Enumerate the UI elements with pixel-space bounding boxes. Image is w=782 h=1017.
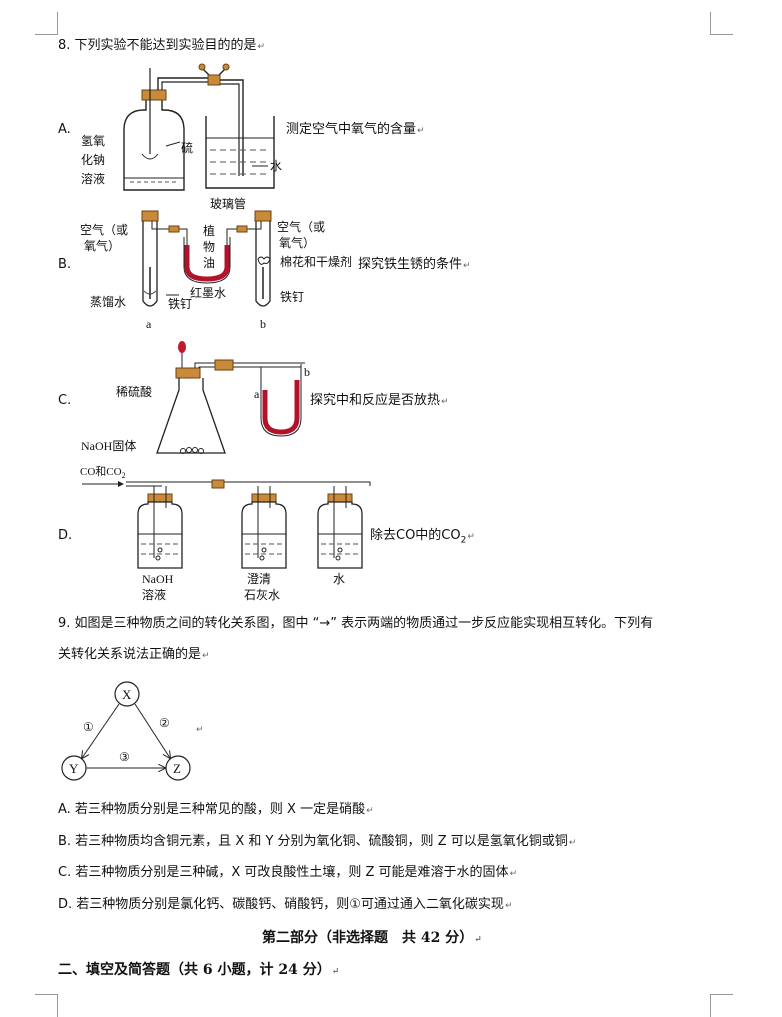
arrow-label-1: ①: [83, 720, 94, 734]
label-b-tube-b: b: [260, 317, 266, 331]
crop-mark-bottom-right: [710, 994, 733, 1017]
node-x: X: [122, 687, 132, 702]
crop-mark-bottom-left: [35, 994, 58, 1017]
crop-mark-top-left: [35, 12, 58, 35]
option-a-caption: 测定空气中氧气的含量↵: [286, 122, 425, 137]
option-d-caption: 除去CO中的CO2↵: [370, 528, 475, 546]
label-b-nail-right: 铁钉: [280, 290, 305, 304]
q9-option-c: C. 若三种物质分别是三种碱，X 可改良酸性土壤，则 Z 可能是难溶于水的固体↵: [58, 865, 518, 880]
apparatus-d: [82, 479, 371, 569]
q9-option-a: A. 若三种物质分别是三种常见的酸，则 X 一定是硝酸↵: [58, 802, 374, 817]
label-b-air-left-2: 氧气）: [84, 239, 121, 253]
label-a-naoh-1: 氢氧: [81, 134, 106, 148]
q9-option-b: B. 若三种物质均含铜元素，且 X 和 Y 分别为氧化铜、硫酸铜，则 Z 可以是…: [58, 834, 577, 849]
label-b-red-ink: 红墨水: [190, 286, 227, 300]
q9-stem-line-1: 9. 如图是三种物质之间的转化关系图，图中 “→” 表示两端的物质通过一步反应能…: [58, 616, 654, 631]
section-two-heading: 二、填空及简答题（共 6 小题，计 24 分）↵: [58, 962, 340, 978]
node-z: Z: [173, 761, 181, 776]
conversion-diagram: [61, 681, 191, 781]
label-b-air-left-1: 空气（或: [80, 223, 129, 237]
label-b-nail-left: 铁钉: [168, 297, 193, 311]
label-d-lime-1: 澄清: [247, 572, 272, 586]
label-b-air-right-1: 空气（或: [277, 220, 326, 234]
diagram-para-mark: ↵: [196, 725, 204, 735]
label-a-naoh-2: 化钠: [81, 153, 106, 167]
option-c-caption: 探究中和反应是否放热↵: [310, 393, 449, 408]
apparatus-b: [141, 210, 272, 307]
label-a-water: 水: [270, 159, 283, 173]
label-b-oil-2: 物: [203, 240, 216, 254]
option-b-caption: 探究铁生锈的条件↵: [358, 257, 471, 272]
label-d-lime-2: 石灰水: [244, 588, 281, 602]
label-b-distilled-water: 蒸馏水: [90, 295, 127, 309]
q9-option-d: D. 若三种物质分别是氯化钙、碳酸钙、硝酸钙，则①可通过通入二氧化碳实现↵: [58, 897, 513, 912]
label-d-gas: CO和CO2: [80, 466, 126, 481]
node-y: Y: [69, 761, 79, 776]
apparatus-c: [156, 341, 305, 454]
option-b-letter: B.: [58, 257, 72, 272]
arrow-label-3: ③: [119, 750, 130, 764]
label-b-air-right-2: 氧气）: [279, 236, 316, 250]
label-a-sulfur: 硫: [181, 141, 194, 155]
option-a-letter: A.: [58, 122, 71, 137]
q8-stem: 8. 下列实验不能达到实验目的的是↵: [58, 38, 266, 53]
label-c-acid: 稀硫酸: [116, 385, 153, 399]
label-a-naoh-3: 溶液: [81, 172, 106, 186]
label-d-naoh-1: NaOH: [142, 572, 174, 586]
apparatus-a: [123, 63, 275, 191]
label-d-water: 水: [333, 572, 346, 586]
crop-mark-top-right: [710, 12, 733, 35]
label-c-tube-a: a: [254, 387, 260, 401]
part-two-heading: 第二部分（非选择题 共 42 分）↵: [262, 930, 482, 946]
label-b-tube-a: a: [146, 317, 152, 331]
label-b-oil-3: 油: [203, 256, 216, 270]
option-d-letter: D.: [58, 528, 73, 543]
label-c-naoh: NaOH固体: [81, 439, 137, 453]
label-b-cotton: 棉花和干燥剂: [280, 255, 353, 269]
label-b-glass-tube: 玻璃管: [210, 197, 247, 211]
label-b-oil-1: 植: [203, 224, 216, 238]
option-c-letter: C.: [58, 393, 72, 408]
q9-stem-line-2: 关转化关系说法正确的是↵: [58, 647, 210, 662]
arrow-label-2: ②: [159, 716, 170, 730]
label-d-naoh-2: 溶液: [142, 588, 167, 602]
label-c-tube-b: b: [304, 365, 310, 379]
